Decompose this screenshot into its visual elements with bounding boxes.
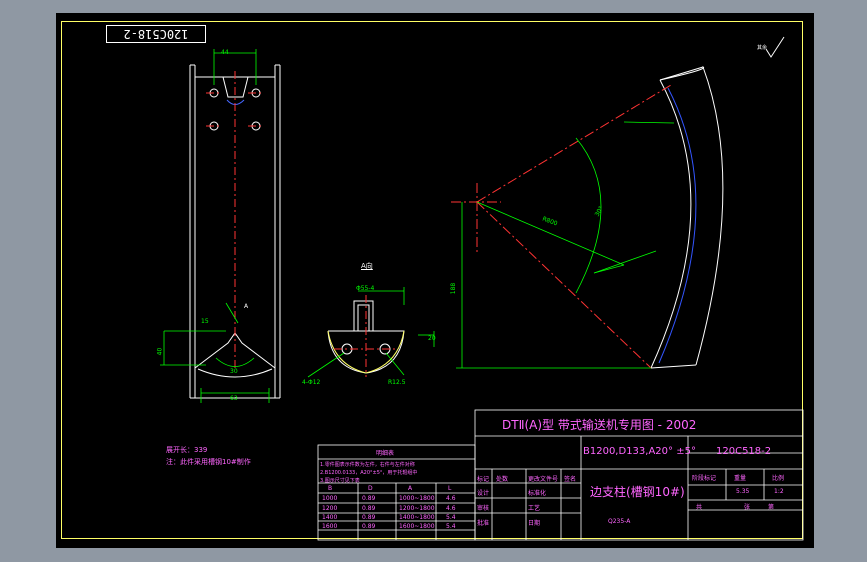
spec-header-d: D xyxy=(368,485,373,492)
label-change: 更改文件号 xyxy=(528,476,559,483)
spec-cell: 4.6 xyxy=(446,495,456,502)
arc-centerlines xyxy=(451,84,672,369)
label-weight: 重量 xyxy=(734,475,747,482)
title-block-scale: 1:2 xyxy=(774,488,784,495)
spec-cell: 5.4 xyxy=(446,514,456,521)
section-centerlines xyxy=(334,295,398,377)
spec-cell: 1200~1800 xyxy=(399,505,435,512)
arc-view xyxy=(650,66,724,369)
section-label: A向 xyxy=(361,262,373,270)
hole-note: 4-Φ12 xyxy=(302,379,321,386)
label-date: 日期 xyxy=(528,520,541,527)
spec-cell: 5.4 xyxy=(446,523,456,530)
front-dims xyxy=(160,49,270,403)
spec-cell: 4.6 xyxy=(446,505,456,512)
label-ratio: 比例 xyxy=(772,475,785,482)
spec-cell: 0.89 xyxy=(362,495,376,502)
arc-inner-line xyxy=(658,87,697,364)
spec-header-l: L xyxy=(448,485,452,492)
height-dim-label: 188 xyxy=(450,282,458,295)
note-line-2: 注：此件采用槽钢10#制作 xyxy=(166,458,251,466)
arc-dims xyxy=(456,121,675,369)
spec-header-a: A xyxy=(408,485,413,492)
title-block-material: Q235-A xyxy=(608,518,631,525)
label-count: 处数 xyxy=(496,476,509,483)
spec-cell: 0.89 xyxy=(362,505,376,512)
spec-cell: 1000~1800 xyxy=(399,495,435,502)
roughness-note: 其余 xyxy=(757,45,768,51)
front-view xyxy=(189,64,281,399)
dim-front-bottom-width: 63 xyxy=(230,395,238,402)
dim-detail-side: 20 xyxy=(428,335,436,342)
section-arc xyxy=(327,330,405,374)
spec-row-2: 2.B1200.0133，A20°±5°，用于托辊组中 xyxy=(320,470,418,476)
note-line-1: 展开长：339 xyxy=(166,446,208,454)
dim-detail-width: Φ55-4 xyxy=(356,285,375,292)
title-block-mass: 5.35 xyxy=(736,488,750,495)
cad-drawing xyxy=(160,36,804,541)
spec-cell: 1400 xyxy=(322,514,338,521)
title-block-drawing-no: 120C518-2 xyxy=(716,446,772,457)
spec-cell: 0.89 xyxy=(362,514,376,521)
roughness-symbol xyxy=(765,36,785,58)
label-craft: 工艺 xyxy=(528,505,541,512)
label-sign: 签名 xyxy=(564,476,577,483)
section-dims xyxy=(307,287,435,378)
label-approve: 批准 xyxy=(477,520,490,527)
label-standard: 标准化 xyxy=(528,490,547,497)
spec-table-title: 明细表 xyxy=(376,450,395,457)
title-block-part-name: 边支柱(槽钢10#) xyxy=(590,485,685,499)
spec-cell: 1000 xyxy=(322,495,338,502)
spec-cell: 0.89 xyxy=(362,523,376,530)
label-check: 审核 xyxy=(477,505,490,512)
dim-front-top-width: 44 xyxy=(221,49,229,56)
label-sheet: 张 xyxy=(744,504,751,511)
spec-cell: 1400~1800 xyxy=(399,514,435,521)
spec-row-3: 3.图示尺寸见下表 xyxy=(320,478,360,484)
title-block-lines xyxy=(317,409,804,541)
label-page: 第 xyxy=(768,504,775,511)
drawing-border xyxy=(61,21,803,539)
spec-cell: 1600 xyxy=(322,523,338,530)
label-mark: 标记 xyxy=(477,476,490,483)
front-centerlines xyxy=(206,71,264,368)
dim-front-left: 40 xyxy=(156,347,164,356)
dim-front-bottom-small: 30 xyxy=(230,368,238,375)
spec-cell: 1200 xyxy=(322,505,338,512)
spec-row-1: 1.零件图表示件数为左件，右件与左件对称 xyxy=(320,462,415,468)
radius-note: R12.5 xyxy=(388,379,406,386)
spec-header-b: B xyxy=(328,485,333,492)
title-block-spec: B1200,D133,A20° ±5° xyxy=(583,446,696,457)
label-stage: 阶段标记 xyxy=(692,475,717,482)
dim-front-small: 15 xyxy=(201,318,209,325)
label-design: 设计 xyxy=(477,490,490,497)
spec-cell: 1600~1800 xyxy=(399,523,435,530)
label-total: 共 xyxy=(696,504,703,511)
title-block-title: DTⅡ(A)型 带式输送机专用图 - 2002 xyxy=(502,418,697,432)
view-arrow-label: A xyxy=(244,303,249,310)
cad-viewport[interactable]: 120C518-2 xyxy=(56,13,814,548)
